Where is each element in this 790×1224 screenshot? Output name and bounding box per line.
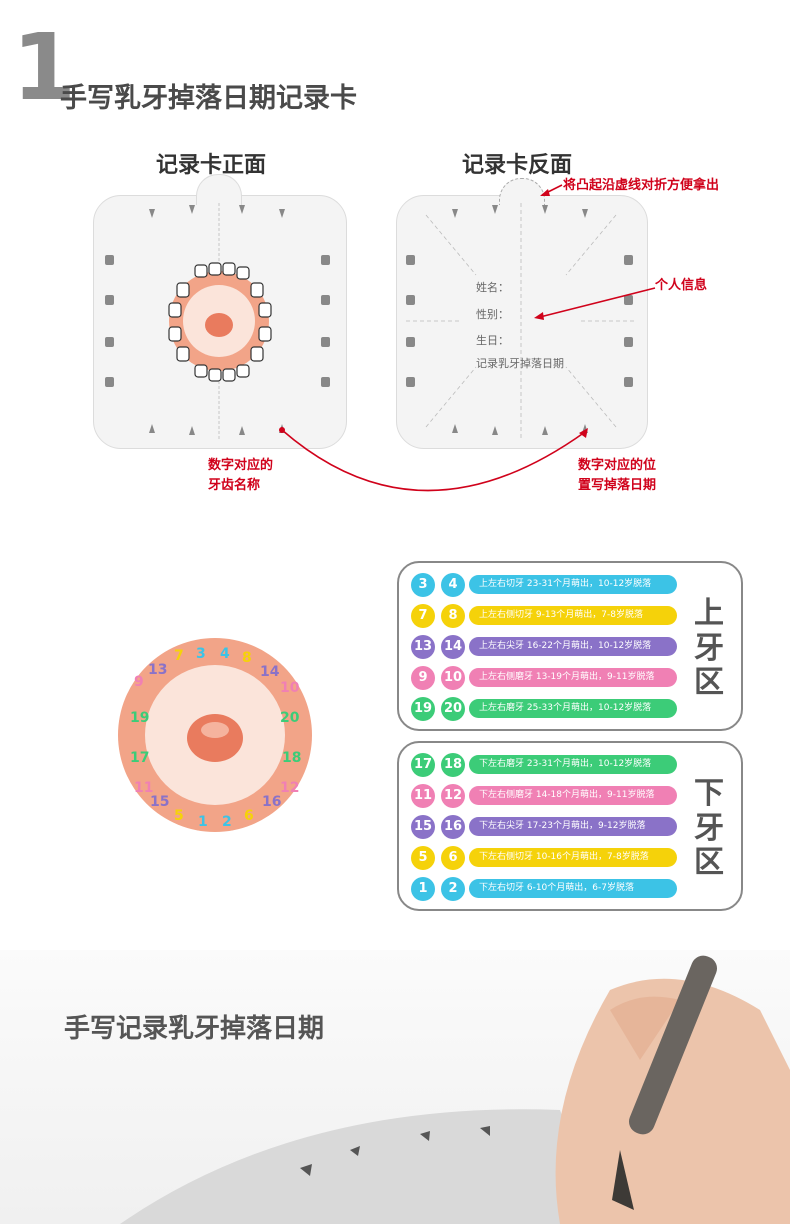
tooth-number-badge: 7 [411,604,435,628]
hand-writing-illustration [120,955,790,1224]
upper-row-description: 上左右切牙 23-31个月萌出，10-12岁脱落 [469,575,677,594]
tooth-number: 7 [174,648,184,664]
tooth-number: 6 [244,808,254,824]
upper-row-description: 上左右侧磨牙 13-19个月萌出，9-11岁脱落 [469,668,677,687]
lower-zone-label: 下牙区 [694,776,724,880]
upper-row-description: 上左右侧切牙 9-13个月萌出，7-8岁脱落 [469,606,677,625]
front-card [93,195,347,449]
tooth-number-badge: 10 [441,666,465,690]
back-card-caption: 记录乳牙掉落日期 [476,357,564,370]
tooth-number: 17 [130,750,150,766]
front-card-tab [196,174,242,205]
tooth-number: 13 [148,662,168,678]
tooth-number-badge: 11 [411,784,435,808]
tooth-number: 15 [150,794,170,810]
tooth-number-badge: 19 [411,697,435,721]
upper-row-description: 上左右尖牙 16-22个月萌出，10-12岁脱落 [469,637,677,656]
tooth-number-badge: 1 [411,877,435,901]
tooth-number-badge: 15 [411,815,435,839]
front-number-annotation: 数字对应的牙齿名称 [208,458,274,494]
back-card-fold-tab[interactable] [499,178,545,205]
tooth-number-badge: 3 [411,573,435,597]
gender-field-label: 性别： [476,308,509,321]
front-card-title: 记录卡正面 [156,153,267,178]
upper-row-description: 上左右磨牙 25-33个月萌出，10-12岁脱落 [469,699,677,718]
tooth-number-badge: 2 [441,877,465,901]
tooth-number-badge: 16 [441,815,465,839]
tooth-number: 18 [282,750,302,766]
back-number-annotation: 数字对应的位置写掉落日期 [578,458,657,494]
tooth-number: 16 [262,794,282,810]
tooth-number-badge: 20 [441,697,465,721]
tooth-number: 2 [222,814,232,830]
tooth-number-badge: 6 [441,846,465,870]
lower-row-description: 下左右磨牙 23-31个月萌出，10-12岁脱落 [469,755,677,774]
tooth-number-badge: 13 [411,635,435,659]
tooth-number: 4 [220,646,230,662]
bottom-section-title: 手写记录乳牙掉落日期 [64,1014,325,1044]
fold-tip-annotation: 将凸起沿虚线对折方便拿出 [563,178,720,193]
lower-zone-legend: 17 18 下左右磨牙 23-31个月萌出，10-12岁脱落 11 12 下左右… [397,741,743,911]
personal-info-annotation: 个人信息 [655,278,708,293]
lower-row-description: 下左右侧切牙 10-16个月萌出，7-8岁脱落 [469,848,677,867]
tooth-number: 11 [134,780,154,796]
birthday-field-label: 生日： [476,334,509,347]
annotation-arrows [279,184,656,492]
tooth-number: 9 [134,674,144,690]
tooth-number-badge: 17 [411,753,435,777]
tooth-number-badge: 4 [441,573,465,597]
lower-row-description: 下左右切牙 6-10个月萌出，6-7岁脱落 [469,879,677,898]
back-card-title: 记录卡反面 [462,153,573,178]
upper-zone-legend: 3 4 上左右切牙 23-31个月萌出，10-12岁脱落 7 8 上左右侧切牙 … [397,561,743,731]
step-number: 1 [12,14,77,121]
tooth-number-badge: 8 [441,604,465,628]
tooth-number: 5 [174,808,184,824]
tooth-number: 8 [242,650,252,666]
front-card-teeth-diagram [105,203,330,439]
tooth-number: 14 [260,664,280,680]
tooth-number-badge: 9 [411,666,435,690]
name-field-label: 姓名： [476,281,509,294]
tooth-number: 19 [130,710,150,726]
large-teeth-diagram [118,638,312,832]
tooth-number: 10 [280,680,300,696]
tooth-number-badge: 14 [441,635,465,659]
back-card-radial-lines [406,203,636,439]
upper-zone-label: 上牙区 [694,596,724,700]
tooth-number-badge: 5 [411,846,435,870]
tooth-number: 20 [280,710,300,726]
tooth-number-badge: 18 [441,753,465,777]
tooth-number: 12 [280,780,300,796]
tooth-number: 1 [198,814,208,830]
lower-row-description: 下左右尖牙 17-23个月萌出，9-12岁脱落 [469,817,677,836]
tooth-number-layer: 9 13 7 3 4 8 14 10 19 20 17 11 15 5 1 2 … [50,570,380,900]
lower-row-description: 下左右侧磨牙 14-18个月萌出，9-11岁脱落 [469,786,677,805]
section-title: 手写乳牙掉落日期记录卡 [60,83,357,114]
tooth-number: 3 [196,646,206,662]
tooth-number-badge: 12 [441,784,465,808]
